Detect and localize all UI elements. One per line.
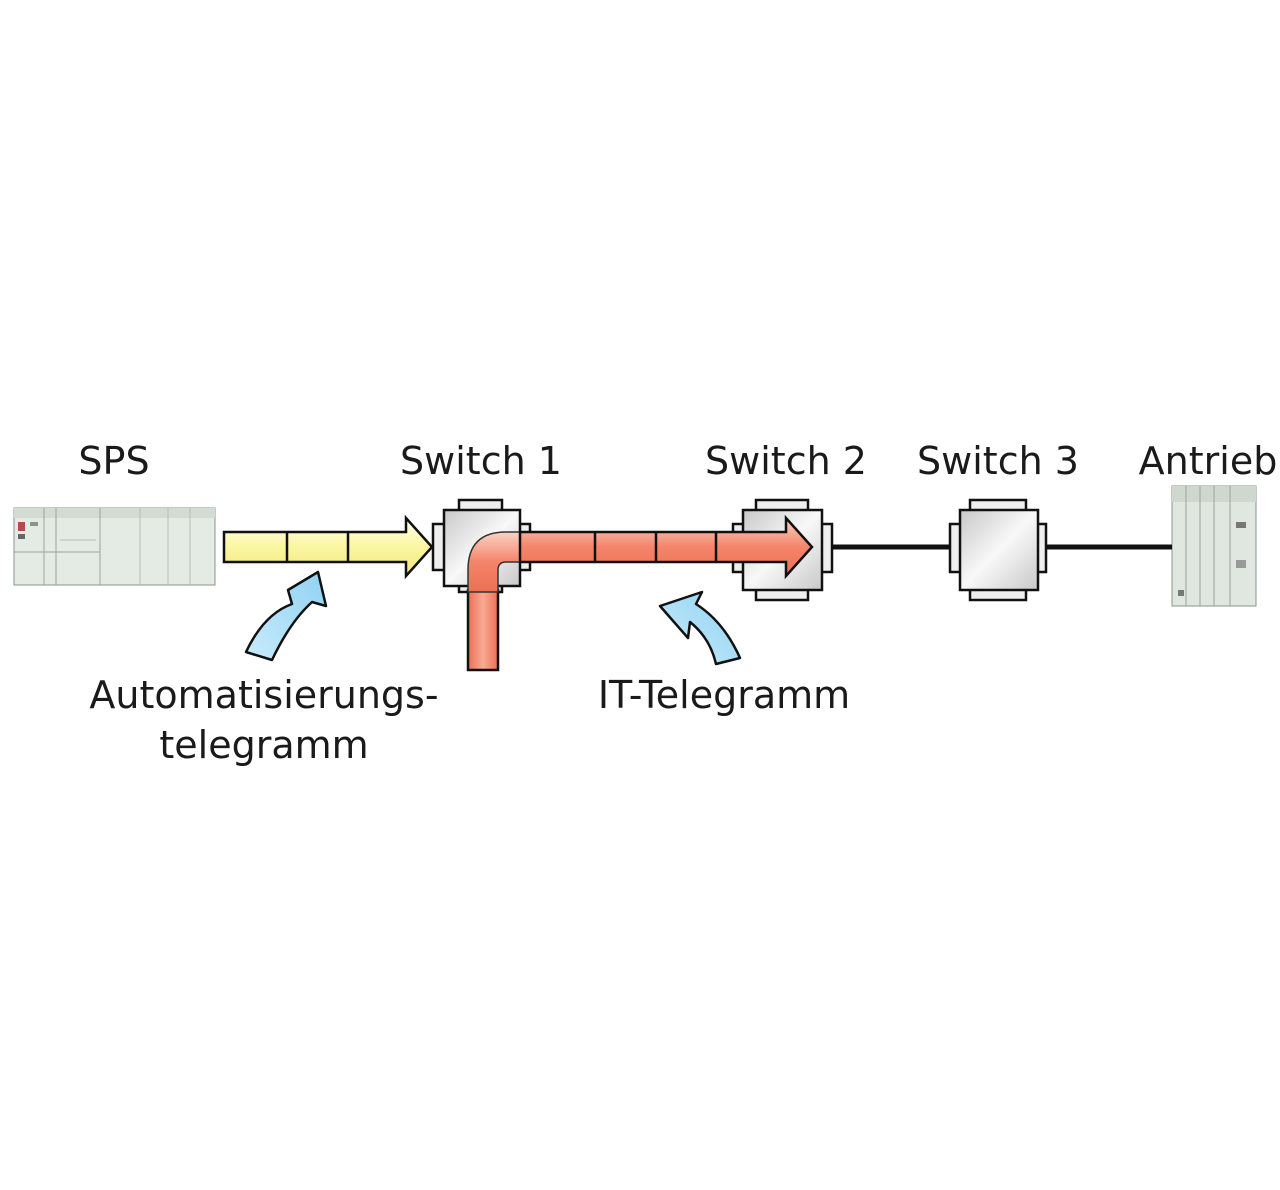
automation-telegram-arrow (222, 514, 434, 580)
switch2-label: Switch 2 (705, 439, 867, 483)
drive-label: Antrieb (1139, 439, 1278, 483)
automation-pointer-arrow (244, 570, 328, 662)
drive-device (1171, 485, 1257, 607)
it-pointer-arrow (658, 590, 742, 666)
automation-telegram-label-line2: telegramm (159, 723, 368, 767)
automation-telegram-label-line1: Automatisierungs- (89, 673, 438, 717)
switch1-label: Switch 1 (400, 439, 562, 483)
switch3 (948, 498, 1048, 602)
sps-label: SPS (78, 439, 149, 483)
plc-device (13, 507, 216, 586)
switch3-label: Switch 3 (917, 439, 1079, 483)
it-telegram-label: IT-Telegramm (598, 673, 850, 717)
it-telegram-arrow (466, 514, 814, 672)
